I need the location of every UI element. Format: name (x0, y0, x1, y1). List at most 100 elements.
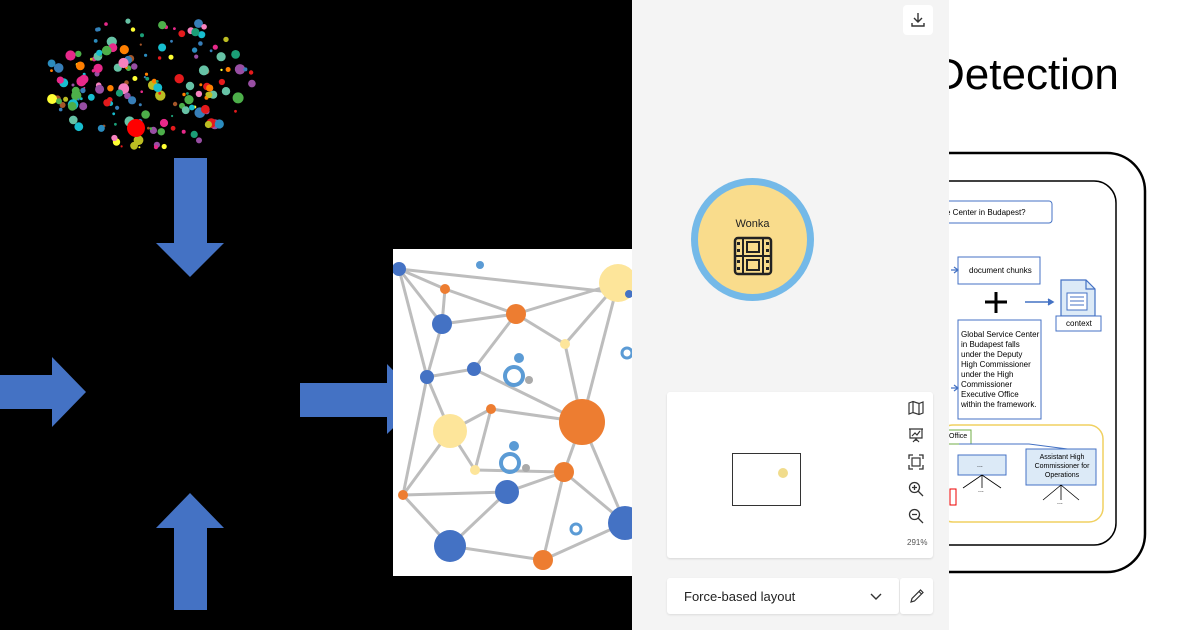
network-edge (398, 267, 446, 291)
cloud-dot (220, 68, 223, 72)
network-edge (580, 282, 620, 423)
cloud-dot (200, 104, 210, 114)
cloud-dot (47, 94, 58, 104)
cloud-dot (170, 39, 173, 43)
network-node (470, 465, 480, 475)
cloud-dot (147, 126, 150, 130)
zoom-in-button[interactable] (907, 480, 925, 498)
cloud-dot (71, 86, 80, 95)
cloud-dot (168, 54, 174, 60)
network-edge (398, 267, 630, 296)
network-node (559, 399, 605, 445)
cloud-dot (124, 92, 131, 100)
minimap-viewport[interactable] (732, 453, 801, 506)
zoom-out-button[interactable] (907, 507, 925, 525)
gear-icon (476, 261, 484, 269)
network-node (560, 339, 570, 349)
cloud-dot (218, 78, 225, 86)
dot-cloud (47, 18, 256, 150)
minimap-panel: 291% (667, 392, 933, 558)
cloud-dot (216, 52, 226, 62)
network-edge (541, 471, 566, 561)
cloud-dot (194, 19, 203, 28)
download-button[interactable] (903, 5, 933, 35)
cloud-dot (58, 107, 63, 112)
cloud-dot (184, 95, 194, 105)
cloud-dot (79, 102, 88, 111)
cloud-dot (189, 104, 195, 111)
office-box (949, 429, 972, 445)
minimap-node (778, 468, 788, 478)
diagram-graphics (949, 151, 1147, 574)
fit-screen-icon (908, 454, 924, 470)
cloud-dot (205, 91, 211, 98)
gear-icon (503, 365, 525, 387)
cloud-dot (138, 146, 141, 149)
office-label: Office (949, 433, 968, 440)
answer-text: Global Service Center in Budapest falls … (961, 330, 1040, 409)
cloud-dot (101, 45, 112, 56)
cloud-dot (201, 24, 207, 30)
cloud-dot (199, 83, 203, 87)
cloud-dot (47, 59, 56, 68)
cloud-dot (194, 54, 199, 59)
cloud-dot (191, 28, 200, 37)
cloud-dot (74, 122, 84, 132)
cloud-dot (77, 98, 80, 101)
cloud-dot (155, 90, 166, 101)
question-text: e Center in Budapest? (949, 208, 1026, 217)
network-edge (444, 287, 517, 316)
cloud-dot (93, 63, 103, 73)
cloud-dot (178, 30, 186, 38)
layout-select-value: Force-based layout (684, 588, 796, 604)
network-node (625, 290, 632, 298)
network-edge (397, 268, 429, 378)
context-arrow (1025, 298, 1055, 306)
network-edge (441, 312, 517, 326)
zoom-out-icon (908, 508, 924, 524)
cloud-dot (115, 89, 124, 97)
fit-to-screen-button[interactable] (907, 453, 925, 471)
graph-node-wonka[interactable]: Wonka (691, 178, 814, 301)
document-icon (1055, 279, 1102, 332)
network-edge (402, 490, 508, 497)
right-arrow-main (300, 364, 422, 434)
org-box-1-ellipsis: ... (977, 462, 983, 469)
network-edge (473, 408, 493, 471)
pencil-icon (909, 589, 924, 603)
cloud-dot (103, 99, 111, 107)
gear-icon (499, 452, 521, 474)
edit-button[interactable] (900, 578, 933, 614)
cloud-dot (171, 114, 174, 118)
cloud-dot (119, 45, 129, 55)
cloud-dot (132, 76, 138, 81)
outer-frame (949, 151, 1147, 574)
cloud-dot (140, 33, 144, 38)
cloud-dot (173, 27, 176, 30)
cloud-dot (232, 92, 244, 104)
network-svg (393, 261, 632, 570)
gear-icon (514, 353, 524, 363)
cloud-dot (212, 44, 218, 50)
cloud-dot (65, 50, 76, 61)
layout-dropdown[interactable]: Force-based layout (667, 578, 899, 614)
inner-frame (949, 180, 1117, 546)
cloud-dot (114, 122, 117, 126)
cloud-dot (181, 106, 190, 115)
cloud-dot (75, 61, 85, 71)
cloud-dot (158, 21, 167, 30)
cloud-dot (157, 56, 162, 60)
cloud-dot (145, 76, 150, 81)
right-arrow-left (0, 357, 86, 427)
cloud-dot (120, 145, 123, 148)
presentation-button[interactable] (907, 426, 925, 444)
cloud-dot (71, 83, 75, 87)
assistant-label: Assistant High Commissioner for Operatio… (1034, 454, 1090, 479)
film-icon (733, 236, 772, 276)
cloud-dot (174, 74, 184, 84)
cloud-dot (138, 103, 142, 107)
network-edge (474, 468, 565, 474)
node-body[interactable]: Wonka (698, 185, 807, 294)
cloud-dot (144, 72, 149, 76)
map-toggle-button[interactable] (907, 399, 925, 417)
